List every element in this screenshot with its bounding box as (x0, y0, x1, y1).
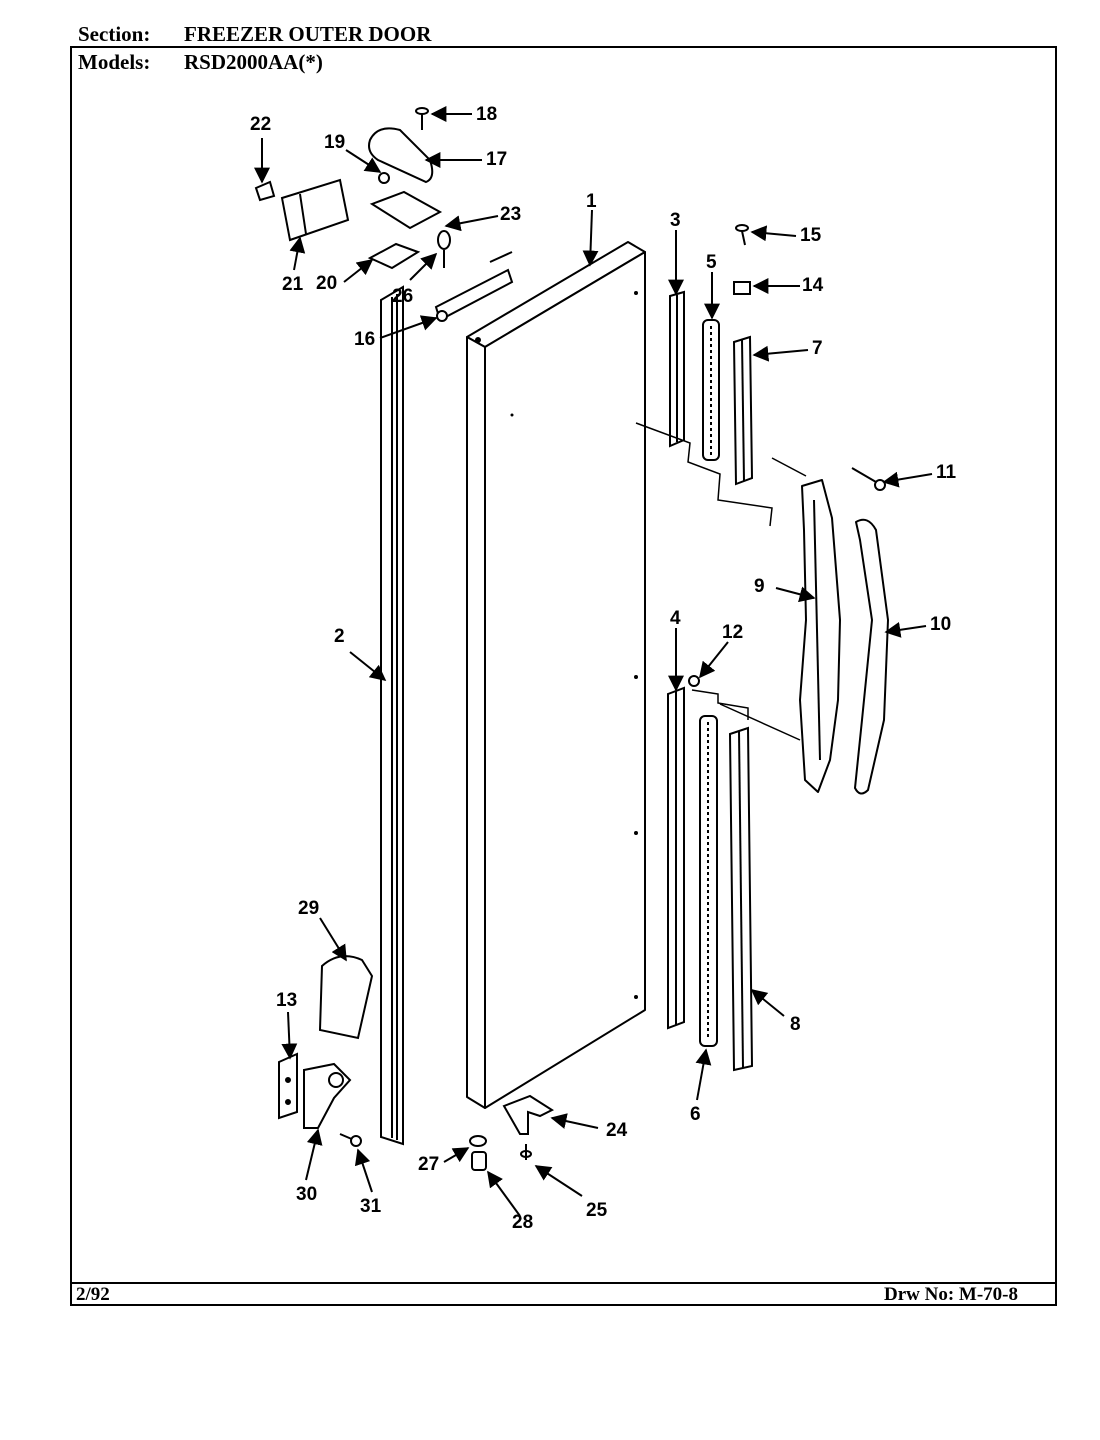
callout-30: 30 (296, 1184, 317, 1205)
bushing-part (471, 1151, 487, 1171)
callout-10: 10 (930, 614, 951, 635)
model-number: RSD2000AA(*) (184, 50, 323, 74)
footer-date: 2/92 (76, 1284, 110, 1305)
handle-base-part (799, 479, 841, 793)
bottom-hinge-part (303, 1062, 352, 1129)
callout-24: 24 (606, 1120, 628, 1141)
callout-22: 22 (250, 114, 271, 135)
callout-labels: 1 2 3 4 5 6 7 8 9 10 11 12 13 14 15 16 1… (250, 104, 957, 1233)
callout-27: 27 (418, 1154, 439, 1175)
handle-screw-part (851, 467, 886, 491)
hinge-shim-part (367, 242, 421, 270)
callout-3: 3 (670, 210, 681, 231)
callout-16: 16 (354, 329, 375, 350)
models-header: Models: RSD2000AA(*) (78, 50, 323, 75)
small-screw-part (735, 224, 749, 246)
hinge-arm-part (434, 251, 514, 322)
door-stop-bracket-part (502, 1094, 555, 1135)
lower-trim-extrusion-part (728, 726, 754, 1072)
hinge-cover-part (368, 127, 434, 184)
callout-26: 26 (392, 286, 413, 307)
upper-channel-part (702, 319, 720, 461)
callout-29: 29 (298, 898, 319, 919)
hinge-cover-bottom-part (318, 955, 374, 1040)
callout-19: 19 (324, 132, 345, 153)
lower-narrow-strip-part (667, 686, 685, 1030)
lower-channel-part (699, 715, 718, 1047)
callout-20: 20 (316, 273, 337, 294)
clip-part (733, 281, 751, 295)
footer-divider (70, 1282, 1057, 1284)
callout-8: 8 (790, 1014, 801, 1035)
hinge-cover-screw-part (415, 107, 429, 130)
callout-12: 12 (722, 622, 743, 643)
callout-2: 2 (334, 626, 345, 647)
callout-14: 14 (802, 275, 824, 296)
callout-28: 28 (512, 1212, 533, 1233)
callout-9: 9 (754, 576, 765, 597)
assembly-guide-lines (635, 422, 807, 741)
callout-15: 15 (800, 225, 822, 246)
callout-13: 13 (276, 990, 297, 1011)
bottom-hinge-screw-part (339, 1133, 362, 1147)
top-hinge-plate-part (369, 190, 451, 250)
bottom-spacer-plate-part (278, 1052, 298, 1120)
upper-narrow-strip-part (669, 290, 685, 448)
callout-31: 31 (360, 1196, 382, 1217)
plug-button-part (688, 675, 700, 687)
stop-screw-part (520, 1144, 532, 1160)
section-header: Section: FREEZER OUTER DOOR (78, 22, 431, 47)
section-label: Section: (78, 22, 151, 46)
callout-1: 1 (586, 191, 597, 212)
hinge-clip-part (254, 180, 276, 202)
handle-cover-part (854, 518, 889, 795)
callout-5: 5 (706, 252, 717, 273)
drawing-number: Drw No: M-70-8 (884, 1284, 1019, 1305)
callout-6: 6 (690, 1104, 701, 1125)
callout-25: 25 (586, 1200, 608, 1221)
leader-lines (254, 106, 933, 1217)
callout-4: 4 (670, 608, 681, 629)
section-title: FREEZER OUTER DOOR (184, 22, 432, 46)
models-label: Models: (78, 50, 151, 74)
top-hinge-bracket-part (280, 178, 350, 242)
door-panel-part (466, 241, 646, 1109)
callout-7: 7 (812, 338, 823, 359)
callout-11: 11 (936, 462, 957, 483)
long-trim-strip-part (380, 285, 404, 1146)
callout-18: 18 (476, 104, 497, 125)
upper-trim-extrusion-part (732, 335, 754, 486)
callout-21: 21 (282, 274, 304, 295)
hinge-screw-part (378, 172, 390, 184)
callout-23: 23 (500, 204, 521, 225)
washer-part (469, 1135, 487, 1147)
callout-17: 17 (486, 149, 507, 170)
drawing-frame (70, 46, 1057, 1306)
